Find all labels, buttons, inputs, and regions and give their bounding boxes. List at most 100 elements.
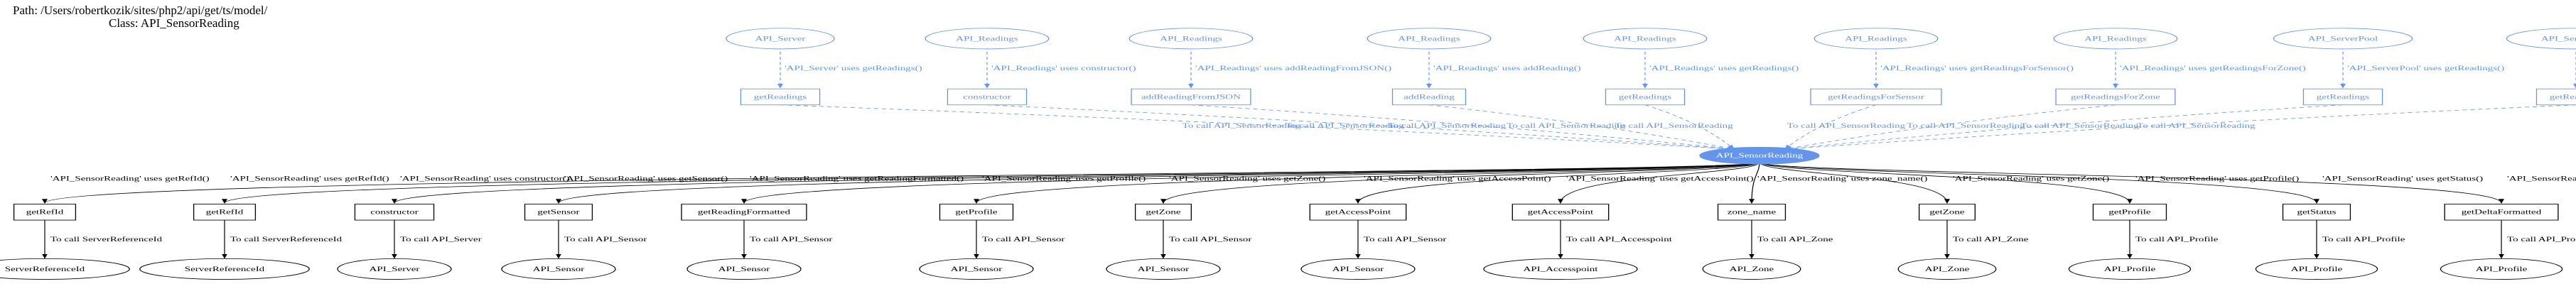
caller-method-2-box[interactable] [1131,88,1251,106]
callee-method-2-box[interactable] [354,204,435,221]
callee-uses-label-0: 'API_SensorReading' uses getRefId() [50,175,210,182]
caller-method-5-label: getReadingsForSensor [1828,93,1925,101]
callee-target-4-label: API_Sensor [718,265,770,273]
callee-edge-6 [1160,162,1760,204]
callee-method-3-box[interactable] [524,204,593,221]
caller-method-4-label: getReadings [1619,93,1671,101]
callee-target-1-node[interactable] [139,258,310,280]
caller-method-1-label: constructor [963,93,1011,101]
callee-method-7-box[interactable] [1309,204,1407,221]
center-node[interactable] [1699,146,1820,165]
callee-edge-8 [1558,162,1760,204]
callee-target-4-node[interactable] [686,258,802,280]
caller-tocall-label-5: To call API_SensorReading [1787,121,1906,129]
callee-method-0-label: getRefId [26,208,64,216]
caller-method-6-box[interactable] [2055,88,2176,106]
callee-target-5-node[interactable] [919,258,1034,280]
callee-target-8-node[interactable] [1483,258,1638,280]
caller-source-5-node[interactable] [1814,28,1939,50]
callee-method-13-box[interactable] [2444,204,2559,221]
caller-source-0-label: API_Server [755,35,807,43]
caller-source-1-node[interactable] [925,28,1050,50]
callee-method-4-box[interactable] [681,204,807,221]
caller-method-5-box[interactable] [1810,88,1942,106]
callee-target-2-node[interactable] [337,258,452,280]
caller-source-3-node[interactable] [1367,28,1492,50]
callee-uses-label-5: 'API_SensorReading' uses getProfile() [982,175,1146,182]
caller-method-0-label: getReadings [754,93,807,101]
caller-source-0-node[interactable] [726,28,835,50]
caller-method-2-label: addReadingFromJSON [1141,93,1241,101]
caller-method-7-box[interactable] [2302,88,2383,106]
caller-source-4-node[interactable] [1583,28,1708,50]
callee-uses-label-11: 'API_SensorReading' uses getProfile() [2135,175,2299,182]
callee-method-4-label: getReadingFormatted [698,208,791,216]
callee-method-0-box[interactable] [13,204,77,221]
callee-uses-label-9: 'API_SensorReading' uses zone_name() [1757,175,1927,182]
callee-method-5-box[interactable] [939,204,1014,221]
callee-method-6-box[interactable] [1135,204,1192,221]
callee-target-10-label: API_Zone [1925,265,1970,273]
caller-uses-label-5: 'API_Readings' uses getReadingsForSensor… [1880,64,2074,72]
caller-method-1-box[interactable] [947,88,1028,106]
callee-method-7-label: getAccessPoint [1325,208,1391,216]
callee-method-1-box[interactable] [193,204,257,221]
callee-method-11-box[interactable] [2092,204,2167,221]
callee-tocall-label-10: To call API_Zone [1953,236,2029,243]
callee-target-6-node[interactable] [1106,258,1221,280]
callee-tocall-label-13: To call API_Profile [2507,236,2576,243]
callee-method-2-label: constructor [370,208,419,216]
callee-target-12-node[interactable] [2255,258,2378,280]
caller-method-3-box[interactable] [1391,88,1467,106]
callee-tocall-label-2: To call API_Server [400,236,483,243]
caller-to-center-edge-0 [780,104,1735,151]
callee-edge-10 [1759,162,1950,204]
callee-target-7-label: API_Sensor [1332,265,1384,273]
callee-method-11-label: getProfile [2108,208,2151,216]
callee-method-9-box[interactable] [1717,204,1787,221]
callee-method-9-label: zone_name [1728,208,1777,216]
callee-method-8-box[interactable] [1511,204,1610,221]
caller-source-6-label: API_Readings [2084,35,2147,43]
callee-target-13-node[interactable] [2440,258,2563,280]
callee-method-12-box[interactable] [2282,204,2351,221]
caller-method-4-box[interactable] [1605,88,1686,106]
callee-target-3-node[interactable] [501,258,616,280]
callee-uses-label-6: 'API_SensorReading' uses getZone() [1169,175,1325,182]
callee-method-8-label: getAccessPoint [1528,208,1594,216]
callee-method-12-label: getStatus [2297,208,2337,216]
center-label: API_SensorReading [1716,152,1804,160]
callee-target-9-node[interactable] [1702,258,1801,280]
callee-tocall-label-7: To call API_Sensor [1364,236,1447,243]
caller-to-center-edge-2 [1190,104,1735,150]
caller-uses-label-6: 'API_Readings' uses getReadingsForZone() [2120,64,2306,72]
caller-method-8-label: getReadings [2550,93,2576,101]
callee-target-0-node[interactable] [0,258,130,280]
callee-method-10-label: getZone [1929,208,1965,216]
callee-target-10-node[interactable] [1897,258,1997,280]
caller-source-7-node[interactable] [2273,28,2413,50]
callee-target-7-node[interactable] [1300,258,1416,280]
caller-method-0-box[interactable] [740,88,821,106]
nodes-layer: API_Server getReadings API_Readingsconstru… [0,28,2576,280]
caller-tocall-label-4: To call API_SensorReading [1615,121,1733,129]
callee-target-11-node[interactable] [2068,258,2192,280]
callee-method-10-box[interactable] [1918,204,1976,221]
callee-target-12-label: API_Profile [2291,265,2343,273]
callee-method-6-label: getZone [1146,208,1181,216]
diagram-header: Path: /Users/robertkozik/sites/php2/api/… [13,4,267,30]
caller-to-center-edge-8 [1784,104,2576,151]
callee-tocall-label-4: To call API_Sensor [750,236,833,243]
caller-uses-label-1: 'API_Readings' uses constructor() [991,64,1136,72]
caller-uses-label-7: 'API_ServerPool' uses getReadings() [2347,64,2504,72]
callee-edge-2 [392,162,1760,204]
caller-source-2-node[interactable] [1128,28,1254,50]
callee-uses-label-4: 'API_SensorReading' uses getReadingForma… [750,175,964,182]
callee-tocall-label-8: To call API_Accesspoint [1566,236,1672,243]
callee-uses-label-13: 'API_SensorReading' uses getDeltaFormatt… [2507,175,2576,182]
caller-to-center-edge-1 [986,104,1735,150]
caller-source-4-label: API_Readings [1614,35,1676,43]
caller-to-center-edge-6 [1784,104,2116,150]
caller-source-6-node[interactable] [2053,28,2178,50]
